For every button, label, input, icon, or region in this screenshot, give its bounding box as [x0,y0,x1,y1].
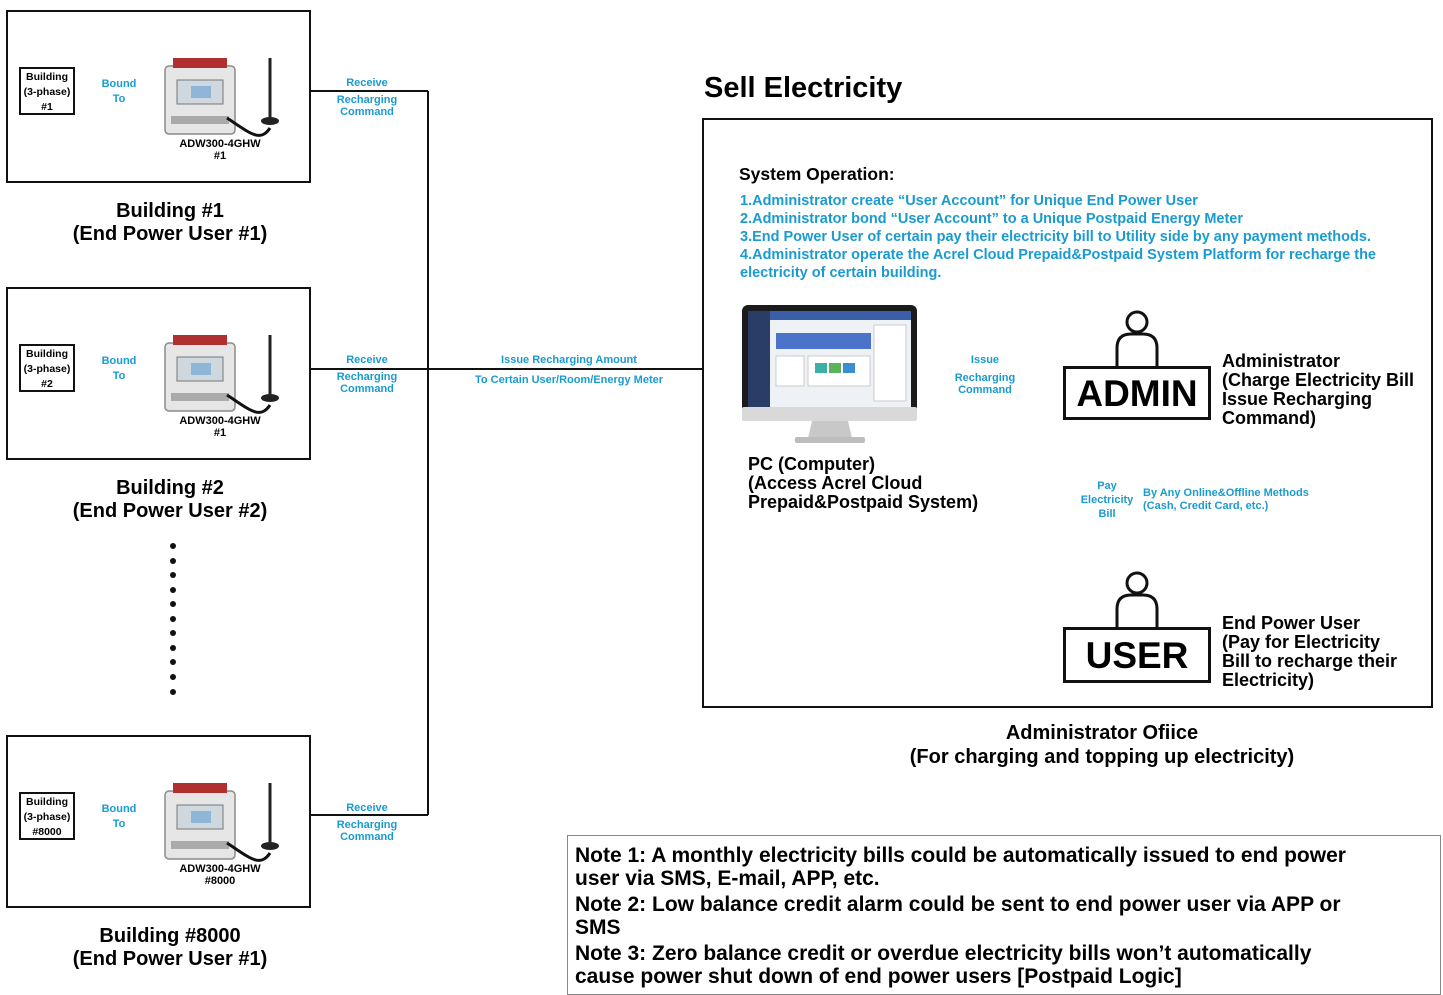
meter-label-2: ADW300-4GHW#1 [179,415,261,439]
admin-badge: ADMIN [1063,366,1211,420]
office-caption: Administrator Ofiice (For charging and t… [909,722,1295,768]
note-3: Note 3: Zero balance credit or overdue e… [575,942,1312,965]
bound-to-label-1: Bound To [101,78,137,105]
receive-command-label-1: Receive Recharging Command [336,77,398,118]
notes-box: Note 1: A monthly electricity bills coul… [567,835,1441,995]
receive-command-label-3: Receive Recharging Command [336,802,398,843]
meter-device-1 [164,58,279,137]
meter-device-2 [164,335,279,414]
meter-label-3: ADW300-4GHW#8000 [179,863,261,887]
building-title-2: Building #2(End Power User #2) [72,477,268,522]
meter-label-1: ADW300-4GHW#1 [179,138,261,162]
building-tag-2: Building (3-phase) #2 [19,344,75,392]
user-badge: USER [1063,627,1211,683]
note-1: Note 1: A monthly electricity bills coul… [575,844,1346,867]
note-2: Note 2: Low balance credit alarm could b… [575,893,1341,916]
operation-step-3: 3.End Power User of certain pay their el… [740,229,1371,245]
admin-description: Administrator (Charge Electricity Bill I… [1222,351,1415,428]
bound-to-label-2: Bound To [101,355,137,382]
issue-command-label: Issue Recharging Command [954,354,1016,396]
operation-title: System Operation: [739,164,895,184]
note-1-cont: user via SMS, E-mail, APP, etc. [575,867,880,890]
note-2-cont: SMS [575,916,621,939]
issue-amount-label: Issue Recharging Amount To Certain User/… [474,354,664,386]
ellipsis-dots [170,543,176,695]
building-tag-3: Building (3-phase) #8000 [19,792,75,840]
building-title-3: Building #8000(End Power User #1) [72,925,268,970]
building-title-1: Building #1(End Power User #1) [72,200,268,245]
bound-to-label-3: Bound To [101,803,137,830]
note-3-cont: cause power shut down of end power users… [575,965,1182,988]
operation-step-2: 2.Administrator bond “User Account” to a… [740,211,1243,227]
operation-step-4-cont: electricity of certain building. [740,265,942,281]
sell-title: Sell Electricity [704,72,903,104]
pay-bill-label: Pay Electricity Bill [1080,480,1134,520]
receive-command-label-2: Receive Recharging Command [336,354,398,395]
payment-methods-label: By Any Online&Offline Methods (Cash, Cre… [1143,487,1309,512]
user-description: End Power User (Pay for Electricity Bill… [1222,613,1398,690]
operation-step-1: 1.Administrator create “User Account” fo… [740,193,1198,209]
operation-list: 1.Administrator create “User Account” fo… [740,192,1376,282]
meter-device-3 [164,783,279,862]
pc-label: PC (Computer) (Access Acrel Cloud Prepai… [748,454,979,512]
building-tag-1: Building (3-phase) #1 [19,67,75,115]
operation-step-4: 4.Administrator operate the Acrel Cloud … [740,247,1376,263]
